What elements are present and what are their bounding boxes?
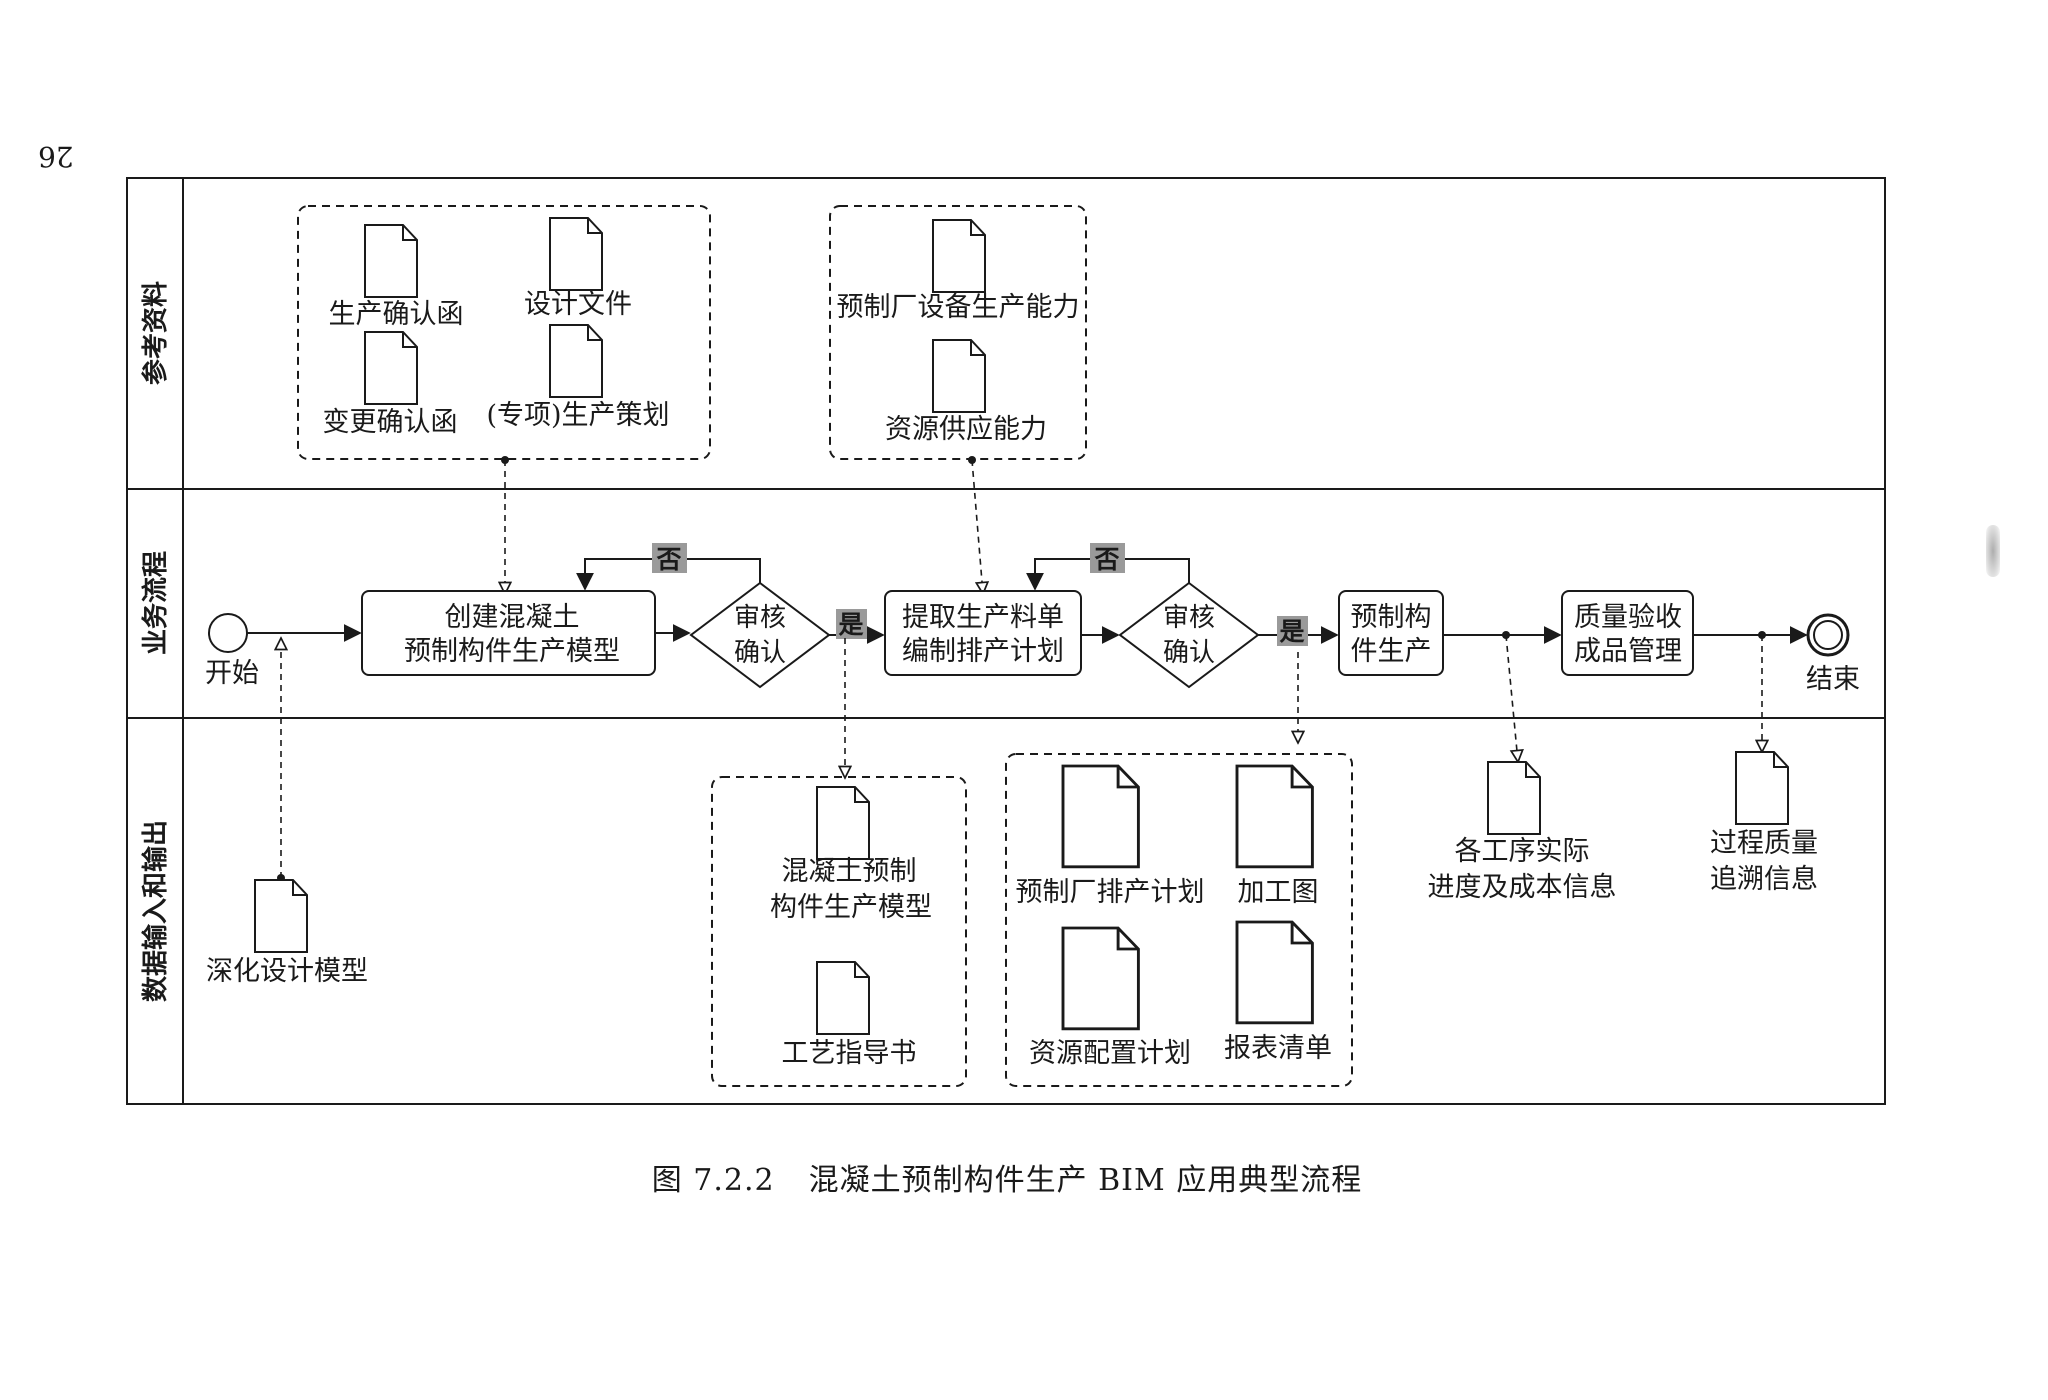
document-icon [364,331,418,405]
doc-plant-schedule: 预制厂排产计划 [1016,877,1205,908]
doc-resource-allocation: 资源配置计划 [1029,1038,1191,1069]
task-material-schedule [884,590,1082,676]
end-label: 结束 [1806,664,1860,695]
doc-processing-drawing: 加工图 [1238,877,1319,908]
figure-caption: 图 7.2.2 混凝土预制构件生产 BIM 应用典型流程 [0,1155,2048,1199]
task-material-schedule-line1: 提取生产料单 [902,602,1064,633]
gateway-review-1-line1: 审核 [734,603,786,633]
lane-label-process: 业务流程 [141,551,171,655]
doc-production-model-line2: 构件生产模型 [770,892,932,923]
document-icon [932,219,986,293]
end-event [1806,613,1850,657]
doc-process-guide: 工艺指导书 [782,1038,917,1069]
task-create-model-line1: 创建混凝土 [445,602,580,633]
task-quality-acceptance-line1: 质量验收 [1574,602,1682,633]
doc-quality-line2: 追溯信息 [1710,864,1818,895]
document-icon [1061,764,1140,869]
doc-production-confirm: 生产确认函 [329,299,464,330]
swimlane-frame [126,177,1886,1105]
association-progress [1505,634,1518,762]
doc-progress-line2: 进度及成本信息 [1428,872,1617,903]
doc-report-list: 报表清单 [1224,1033,1332,1064]
document-icon [254,879,308,953]
task-create-model-line2: 预制构件生产模型 [404,636,620,667]
task-quality-acceptance [1561,590,1694,676]
document-icon [1487,761,1541,835]
yes-label-1: 是 [838,610,863,639]
document-icon [549,217,603,291]
no-label-1: 否 [655,545,681,574]
no-label-2: 否 [1093,545,1119,574]
figure-number: 图 7.2.2 [651,1163,775,1198]
output-group-2 [1005,753,1353,1087]
task-component-production-line2: 件生产 [1351,636,1432,667]
document-icon [549,324,603,398]
yes-label-2: 是 [1279,617,1304,646]
reference-group-1 [297,205,711,460]
document-icon [1235,920,1314,1025]
gateway-review-2 [1118,581,1260,689]
association-ref2-task2 [971,459,983,594]
gateway-review-2-line2: 确认 [1163,638,1215,668]
document-icon [1735,751,1789,825]
doc-resource-supply: 资源供应能力 [885,414,1047,445]
gateway-review-1-line2: 确认 [734,638,786,668]
figure-title: 混凝土预制构件生产 BIM 应用典型流程 [808,1163,1363,1198]
start-event [208,613,248,653]
task-component-production [1338,590,1444,676]
doc-plant-capacity: 预制厂设备生产能力 [837,292,1080,323]
document-icon [364,224,418,298]
task-quality-acceptance-line2: 成品管理 [1574,636,1682,667]
doc-change-confirm: 变更确认函 [323,407,458,438]
document-icon [816,961,870,1035]
doc-progress-line1: 各工序实际 [1455,836,1590,867]
document-icon [816,786,870,860]
start-label: 开始 [205,658,259,689]
doc-detailed-design-model: 深化设计模型 [206,956,368,987]
gateway-review-1 [689,581,831,689]
lane-label-reference: 参考资料 [140,281,171,385]
gateway-review-2-line1: 审核 [1163,603,1215,633]
task-component-production-line1: 预制构 [1351,602,1432,633]
doc-production-model-line1: 混凝土预制 [782,856,917,887]
doc-design-files: 设计文件 [524,289,632,320]
scan-smudge [1986,525,2000,577]
doc-production-planning: (专项)生产策划 [486,400,669,431]
output-group-1 [711,776,967,1087]
reference-group-2 [829,205,1087,460]
lane-label-data: 数据输入和输出 [140,820,171,1002]
doc-quality-line1: 过程质量 [1710,828,1818,859]
document-icon [1061,926,1140,1031]
task-material-schedule-line2: 编制排产计划 [902,636,1064,667]
document-icon [1235,764,1314,869]
document-icon [932,339,986,413]
